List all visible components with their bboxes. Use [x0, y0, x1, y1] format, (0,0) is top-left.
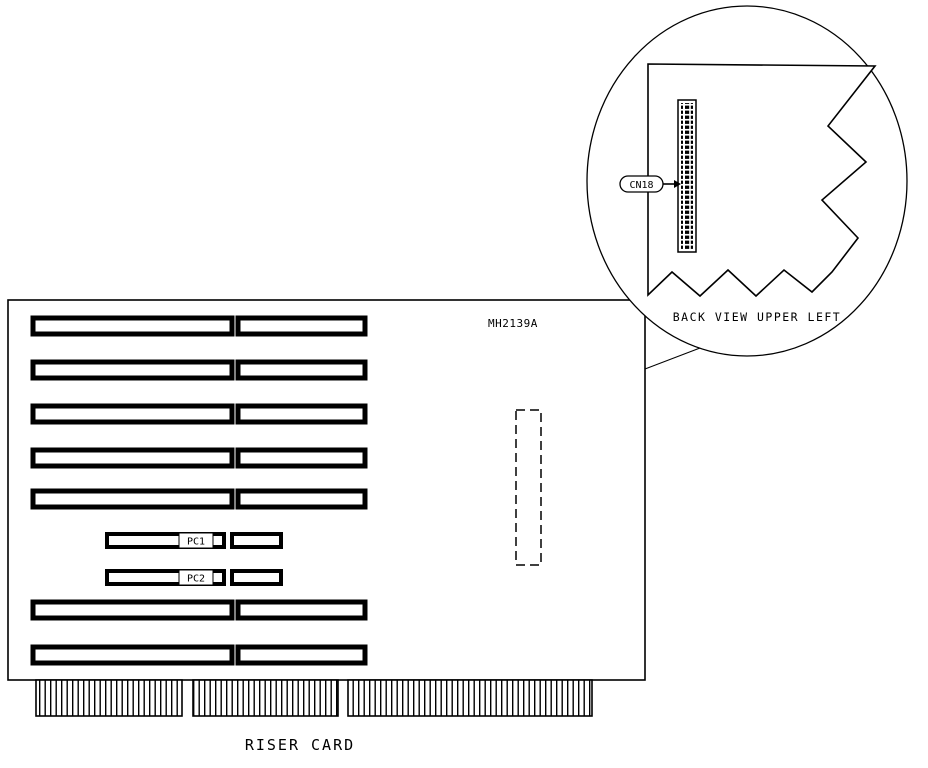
slot-row5-left — [30, 488, 235, 510]
cn18-dashed-outline — [515, 409, 542, 566]
part-number-label: MH2139A — [488, 317, 538, 330]
cn18-pin-grid — [681, 103, 693, 249]
back-view-board-outline — [647, 63, 877, 298]
slot-row1-right — [235, 315, 368, 337]
magnifier-callout: CN18 BACK VIEW UPPER LEFT — [586, 5, 908, 357]
slot-pc2: PC2 — [105, 569, 283, 586]
slot-row4-left — [30, 447, 235, 469]
slot-row6-left — [30, 599, 235, 621]
slot-row4-right — [235, 447, 368, 469]
riser-board: PC1 PC2 MH2139A — [7, 299, 646, 717]
slot-pc1: PC1 — [105, 532, 283, 549]
pc2-label: PC2 — [187, 574, 205, 585]
slot-row7-left — [30, 644, 235, 666]
slot-row2-left — [30, 359, 235, 381]
edge-connector-fingers — [35, 679, 593, 717]
slot-rows — [30, 315, 368, 666]
cn18-connector — [677, 99, 697, 253]
slot-row5-right — [235, 488, 368, 510]
slot-row6-right — [235, 599, 368, 621]
edge-fingers-group2 — [192, 679, 339, 717]
pc2-label-box — [178, 569, 214, 586]
edge-fingers-group3 — [347, 679, 593, 717]
pc1-label: PC1 — [187, 537, 205, 548]
edge-fingers-group1 — [35, 679, 183, 717]
slot-row7-right — [235, 644, 368, 666]
diagram-caption: RISER CARD — [245, 736, 355, 754]
slot-pc2-right — [230, 569, 283, 586]
cn18-callout: CN18 — [619, 175, 681, 193]
slot-row3-right — [235, 403, 368, 425]
slot-row1-left — [30, 315, 235, 337]
back-view-caption: BACK VIEW UPPER LEFT — [673, 310, 841, 324]
slot-pc1-right — [230, 532, 283, 549]
cn18-arrow-head-icon — [674, 180, 681, 188]
slot-row2-right — [235, 359, 368, 381]
cn18-label: CN18 — [629, 180, 653, 191]
slot-row3-left — [30, 403, 235, 425]
pc1-label-box — [178, 532, 214, 549]
